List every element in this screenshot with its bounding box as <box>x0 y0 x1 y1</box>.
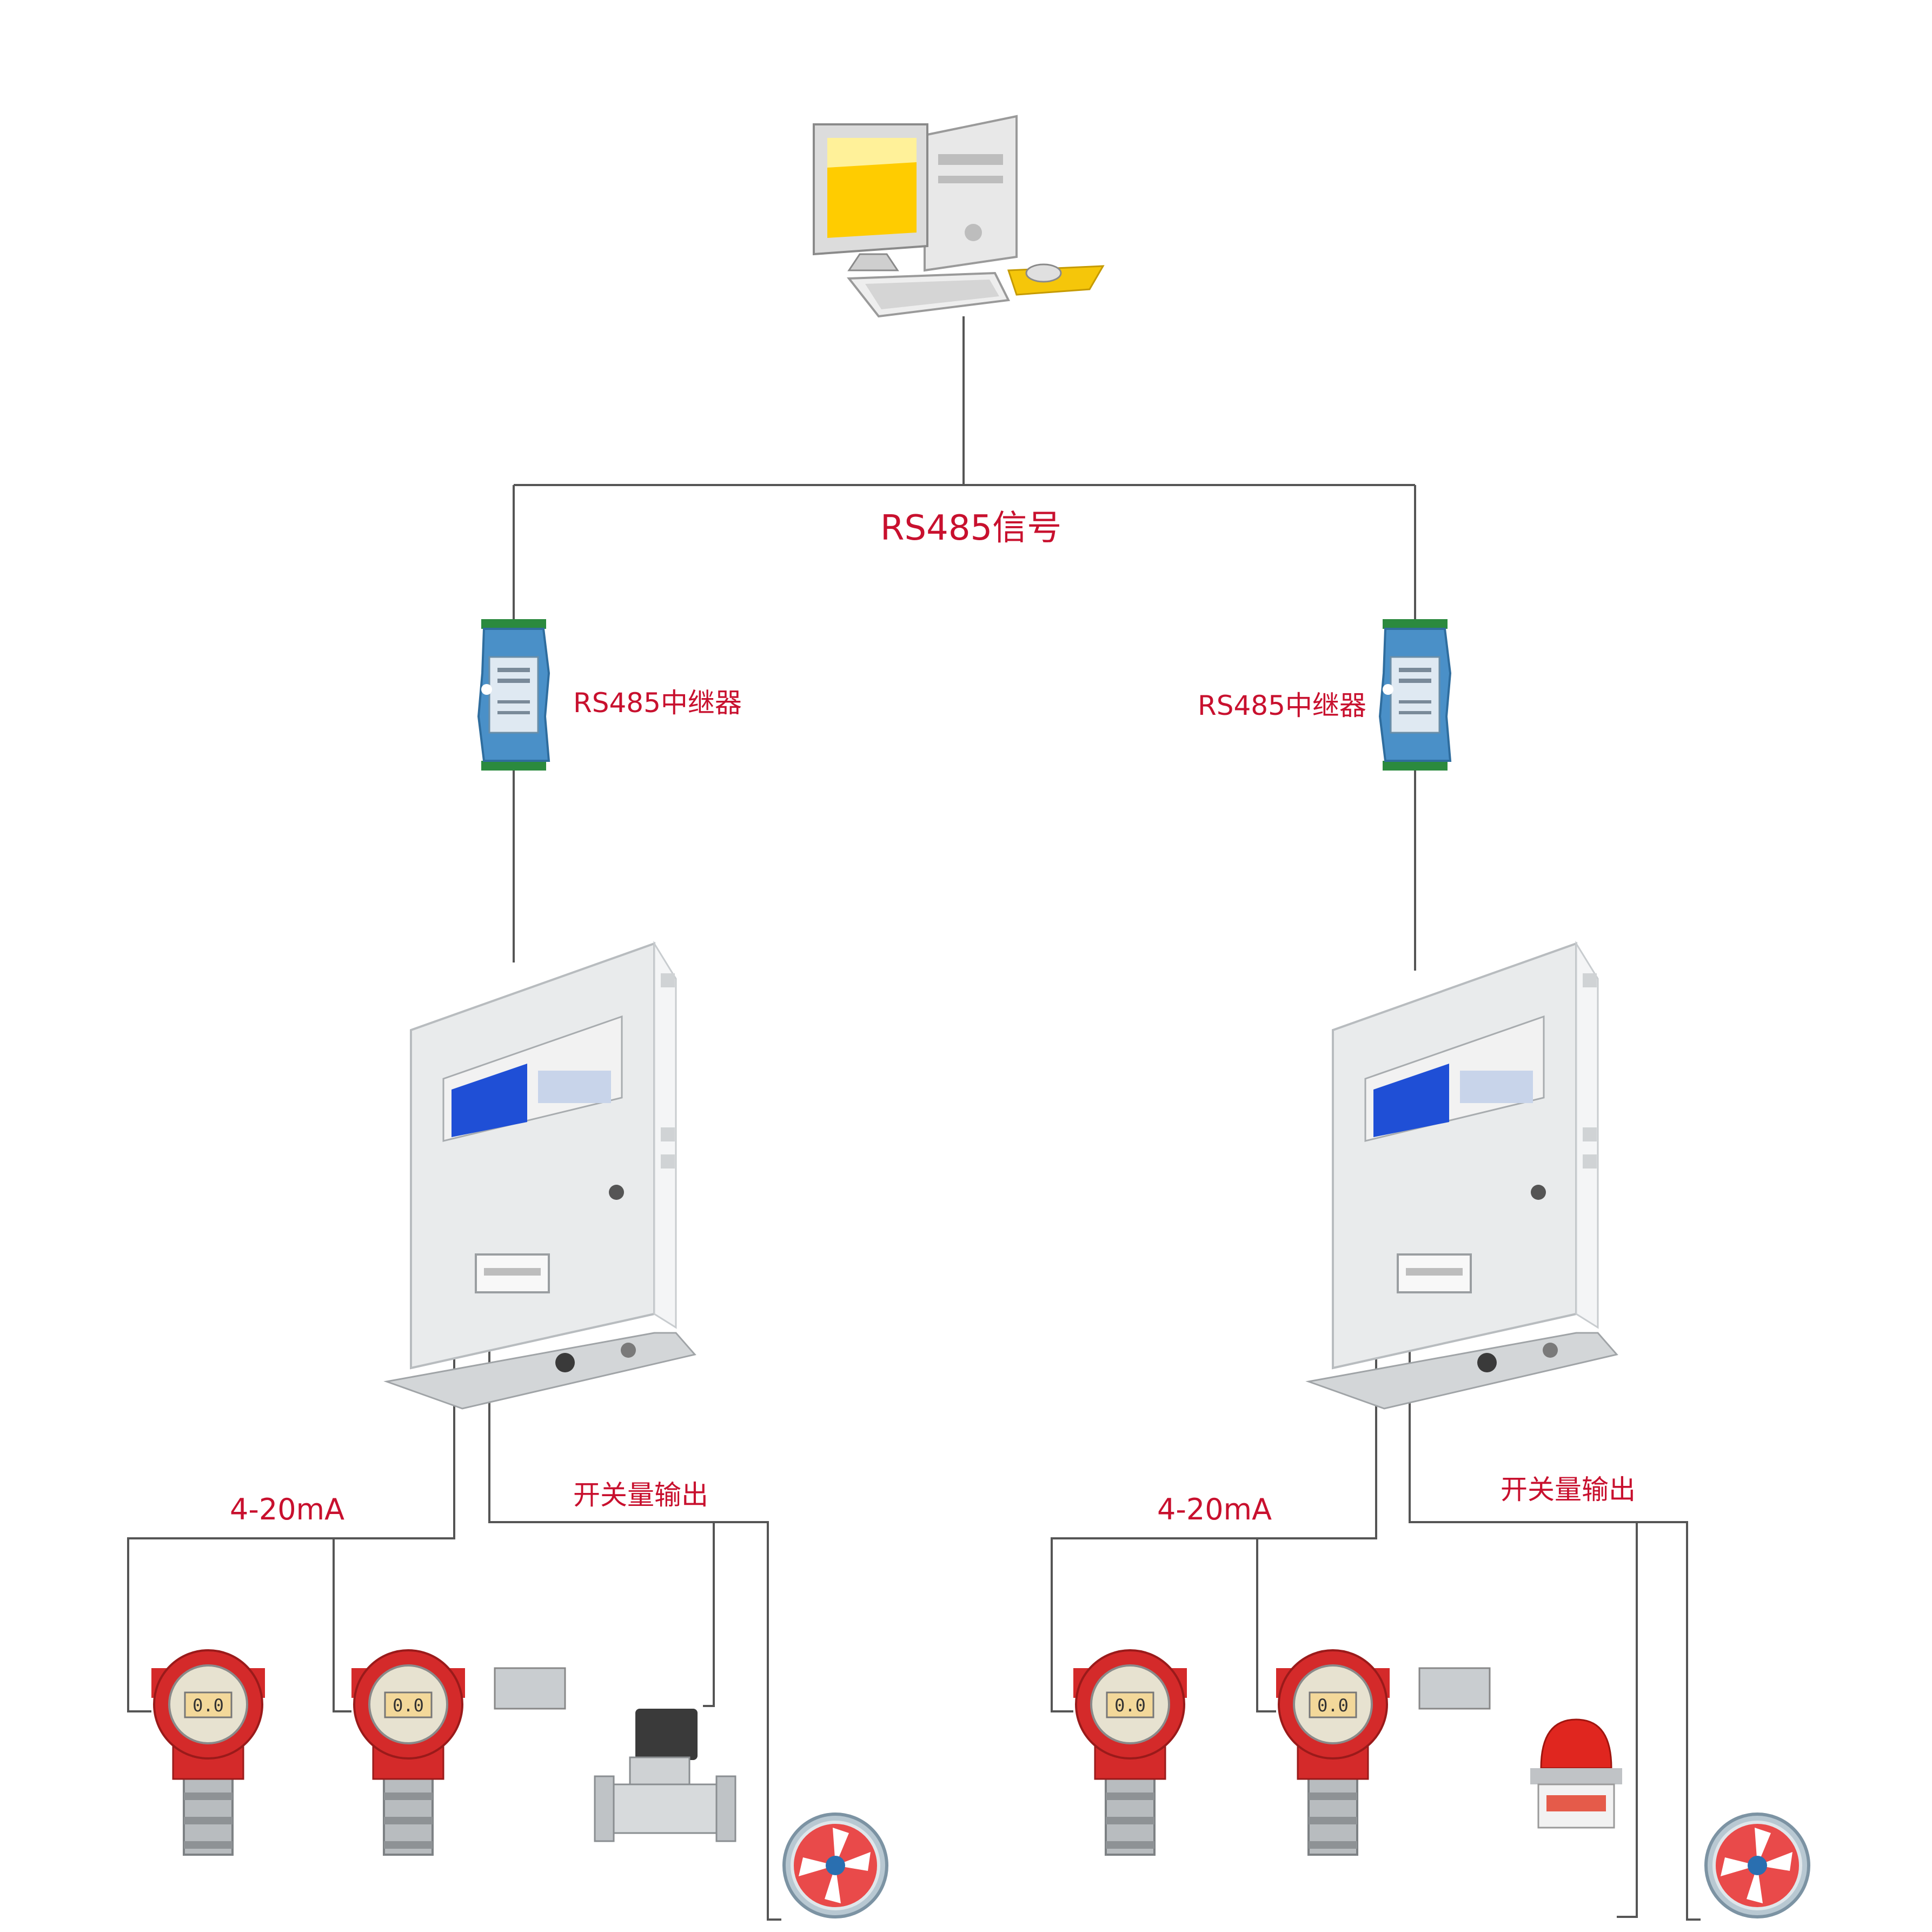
gas-detector-icon <box>1275 1649 1391 1856</box>
controller-cabinet-icon <box>386 942 696 1410</box>
rs485-repeater-icon <box>477 618 550 772</box>
exhaust-fan-icon <box>1706 1814 1809 1917</box>
gas-detector-icon <box>1072 1649 1188 1856</box>
gas-detector-icon <box>150 1649 266 1856</box>
bus-wiring <box>513 316 1416 971</box>
controller-cabinet-icon <box>1307 942 1618 1410</box>
analog-signal-label-left: 4-20mA <box>230 1492 345 1526</box>
field-wiring-left <box>127 1344 781 1921</box>
detector-readout: 0.0 <box>1114 1695 1146 1716</box>
detector-readouts: 0.0 0.0 0.0 0.0 <box>192 1695 1349 1716</box>
repeater-label-left: RS485中继器 <box>573 687 742 719</box>
alarm-beacon-icon <box>1530 1718 1622 1829</box>
cable-gland-icon <box>494 1667 1491 1710</box>
rs485-repeater-icon <box>1379 618 1451 772</box>
field-wiring-right <box>1051 1349 1701 1921</box>
bus-label: RS485信号 <box>880 508 1062 548</box>
detector-readout: 0.0 <box>393 1695 424 1716</box>
detector-readout: 0.0 <box>1317 1695 1349 1716</box>
switch-output-label-right: 开关量输出 <box>1501 1474 1636 1505</box>
analog-signal-label-right: 4-20mA <box>1157 1492 1272 1526</box>
switch-output-label-left: 开关量输出 <box>573 1479 708 1511</box>
repeater-label-right: RS485中继器 <box>1198 690 1366 721</box>
detector-readout: 0.0 <box>192 1695 224 1716</box>
computer-icon <box>813 115 1104 317</box>
solenoid-valve-icon <box>594 1709 736 1842</box>
gas-detector-icon <box>350 1649 466 1856</box>
exhaust-fan-icon <box>784 1814 887 1917</box>
